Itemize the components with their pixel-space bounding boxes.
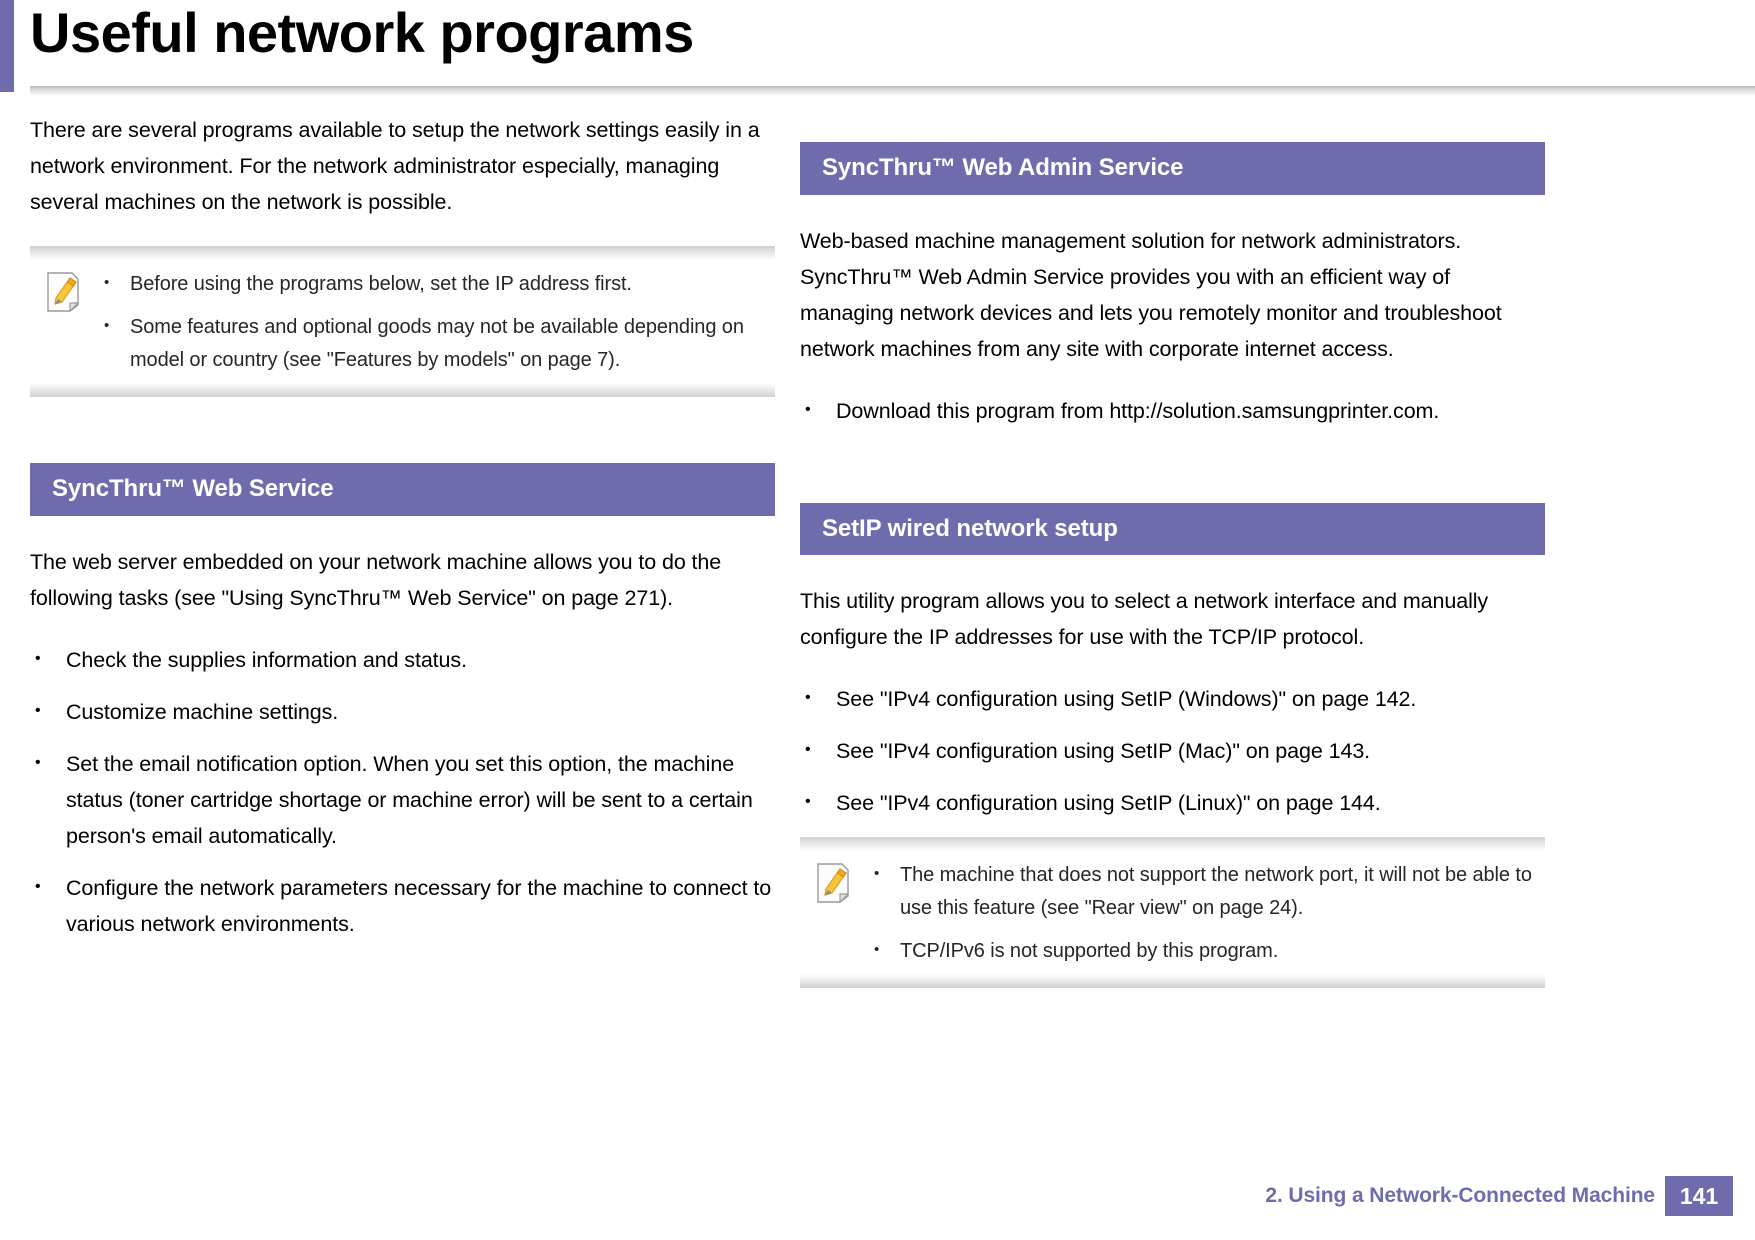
section-paragraph: The web server embedded on your network … — [30, 549, 722, 610]
spacer — [800, 445, 1545, 503]
left-column: There are several programs available to … — [30, 112, 775, 958]
note-item: Before using the programs below, set the… — [98, 266, 765, 301]
list-item: See "IPv4 configuration using SetIP (Win… — [800, 680, 1545, 717]
note-box-bottom: The machine that does not support the ne… — [800, 837, 1545, 989]
section-heading-syncthru-web-service: SyncThru™ Web Service — [30, 463, 775, 516]
section-heading-setip-wired-network-setup: SetIP wired network setup — [800, 502, 1545, 556]
page-header: Useful network programs — [0, 0, 1755, 96]
note-list: Before using the programs below, set the… — [98, 266, 765, 377]
setip-section-paragraph: This utility program allows you to selec… — [800, 589, 1489, 650]
title-accent-bar — [0, 0, 14, 92]
page-footer: 2. Using a Network-Connected Machine 141 — [0, 1176, 1755, 1216]
intro-paragraph: There are several programs available to … — [30, 118, 760, 214]
spacer — [800, 112, 1545, 142]
spacer — [800, 555, 1545, 583]
section-heading-syncthru-web-admin-service: SyncThru™ Web Admin Service — [800, 142, 1545, 195]
list-item: Customize machine settings. — [30, 693, 775, 730]
setip-section-bullets: See "IPv4 configuration using SetIP (Win… — [800, 680, 1545, 821]
note-list: The machine that does not support the ne… — [868, 857, 1535, 968]
title-divider — [30, 86, 1755, 96]
spacer — [800, 195, 1545, 223]
list-item: Download this program from http://soluti… — [800, 392, 1545, 429]
spacer — [30, 516, 775, 544]
note-pencil-icon — [816, 863, 852, 904]
note-box-top: Before using the programs below, set the… — [30, 246, 775, 397]
list-item: Check the supplies information and statu… — [30, 641, 775, 678]
footer-page-number: 141 — [1665, 1176, 1733, 1216]
right-column: SyncThru™ Web Admin Service Web-based ma… — [800, 112, 1545, 998]
syncthru-web-service-bullets: Check the supplies information and statu… — [30, 641, 775, 942]
spacer — [30, 407, 775, 463]
note-item: The machine that does not support the ne… — [868, 857, 1535, 925]
page-title: Useful network programs — [30, 1, 694, 64]
list-item: See "IPv4 configuration using SetIP (Mac… — [800, 732, 1545, 769]
list-item: Set the email notification option. When … — [30, 745, 775, 854]
note-pencil-icon — [46, 272, 82, 313]
note-item: Some features and optional goods may not… — [98, 309, 765, 377]
admin-section-paragraph: Web-based machine management solution fo… — [800, 228, 1502, 361]
admin-section-bullets: Download this program from http://soluti… — [800, 392, 1545, 429]
content-columns: There are several programs available to … — [0, 112, 1755, 1072]
list-item: Configure the network parameters necessa… — [30, 869, 775, 942]
footer-chapter-label: 2. Using a Network-Connected Machine — [1265, 1184, 1655, 1207]
list-item: See "IPv4 configuration using SetIP (Lin… — [800, 784, 1545, 821]
note-item: TCP/IPv6 is not supported by this progra… — [868, 933, 1535, 968]
